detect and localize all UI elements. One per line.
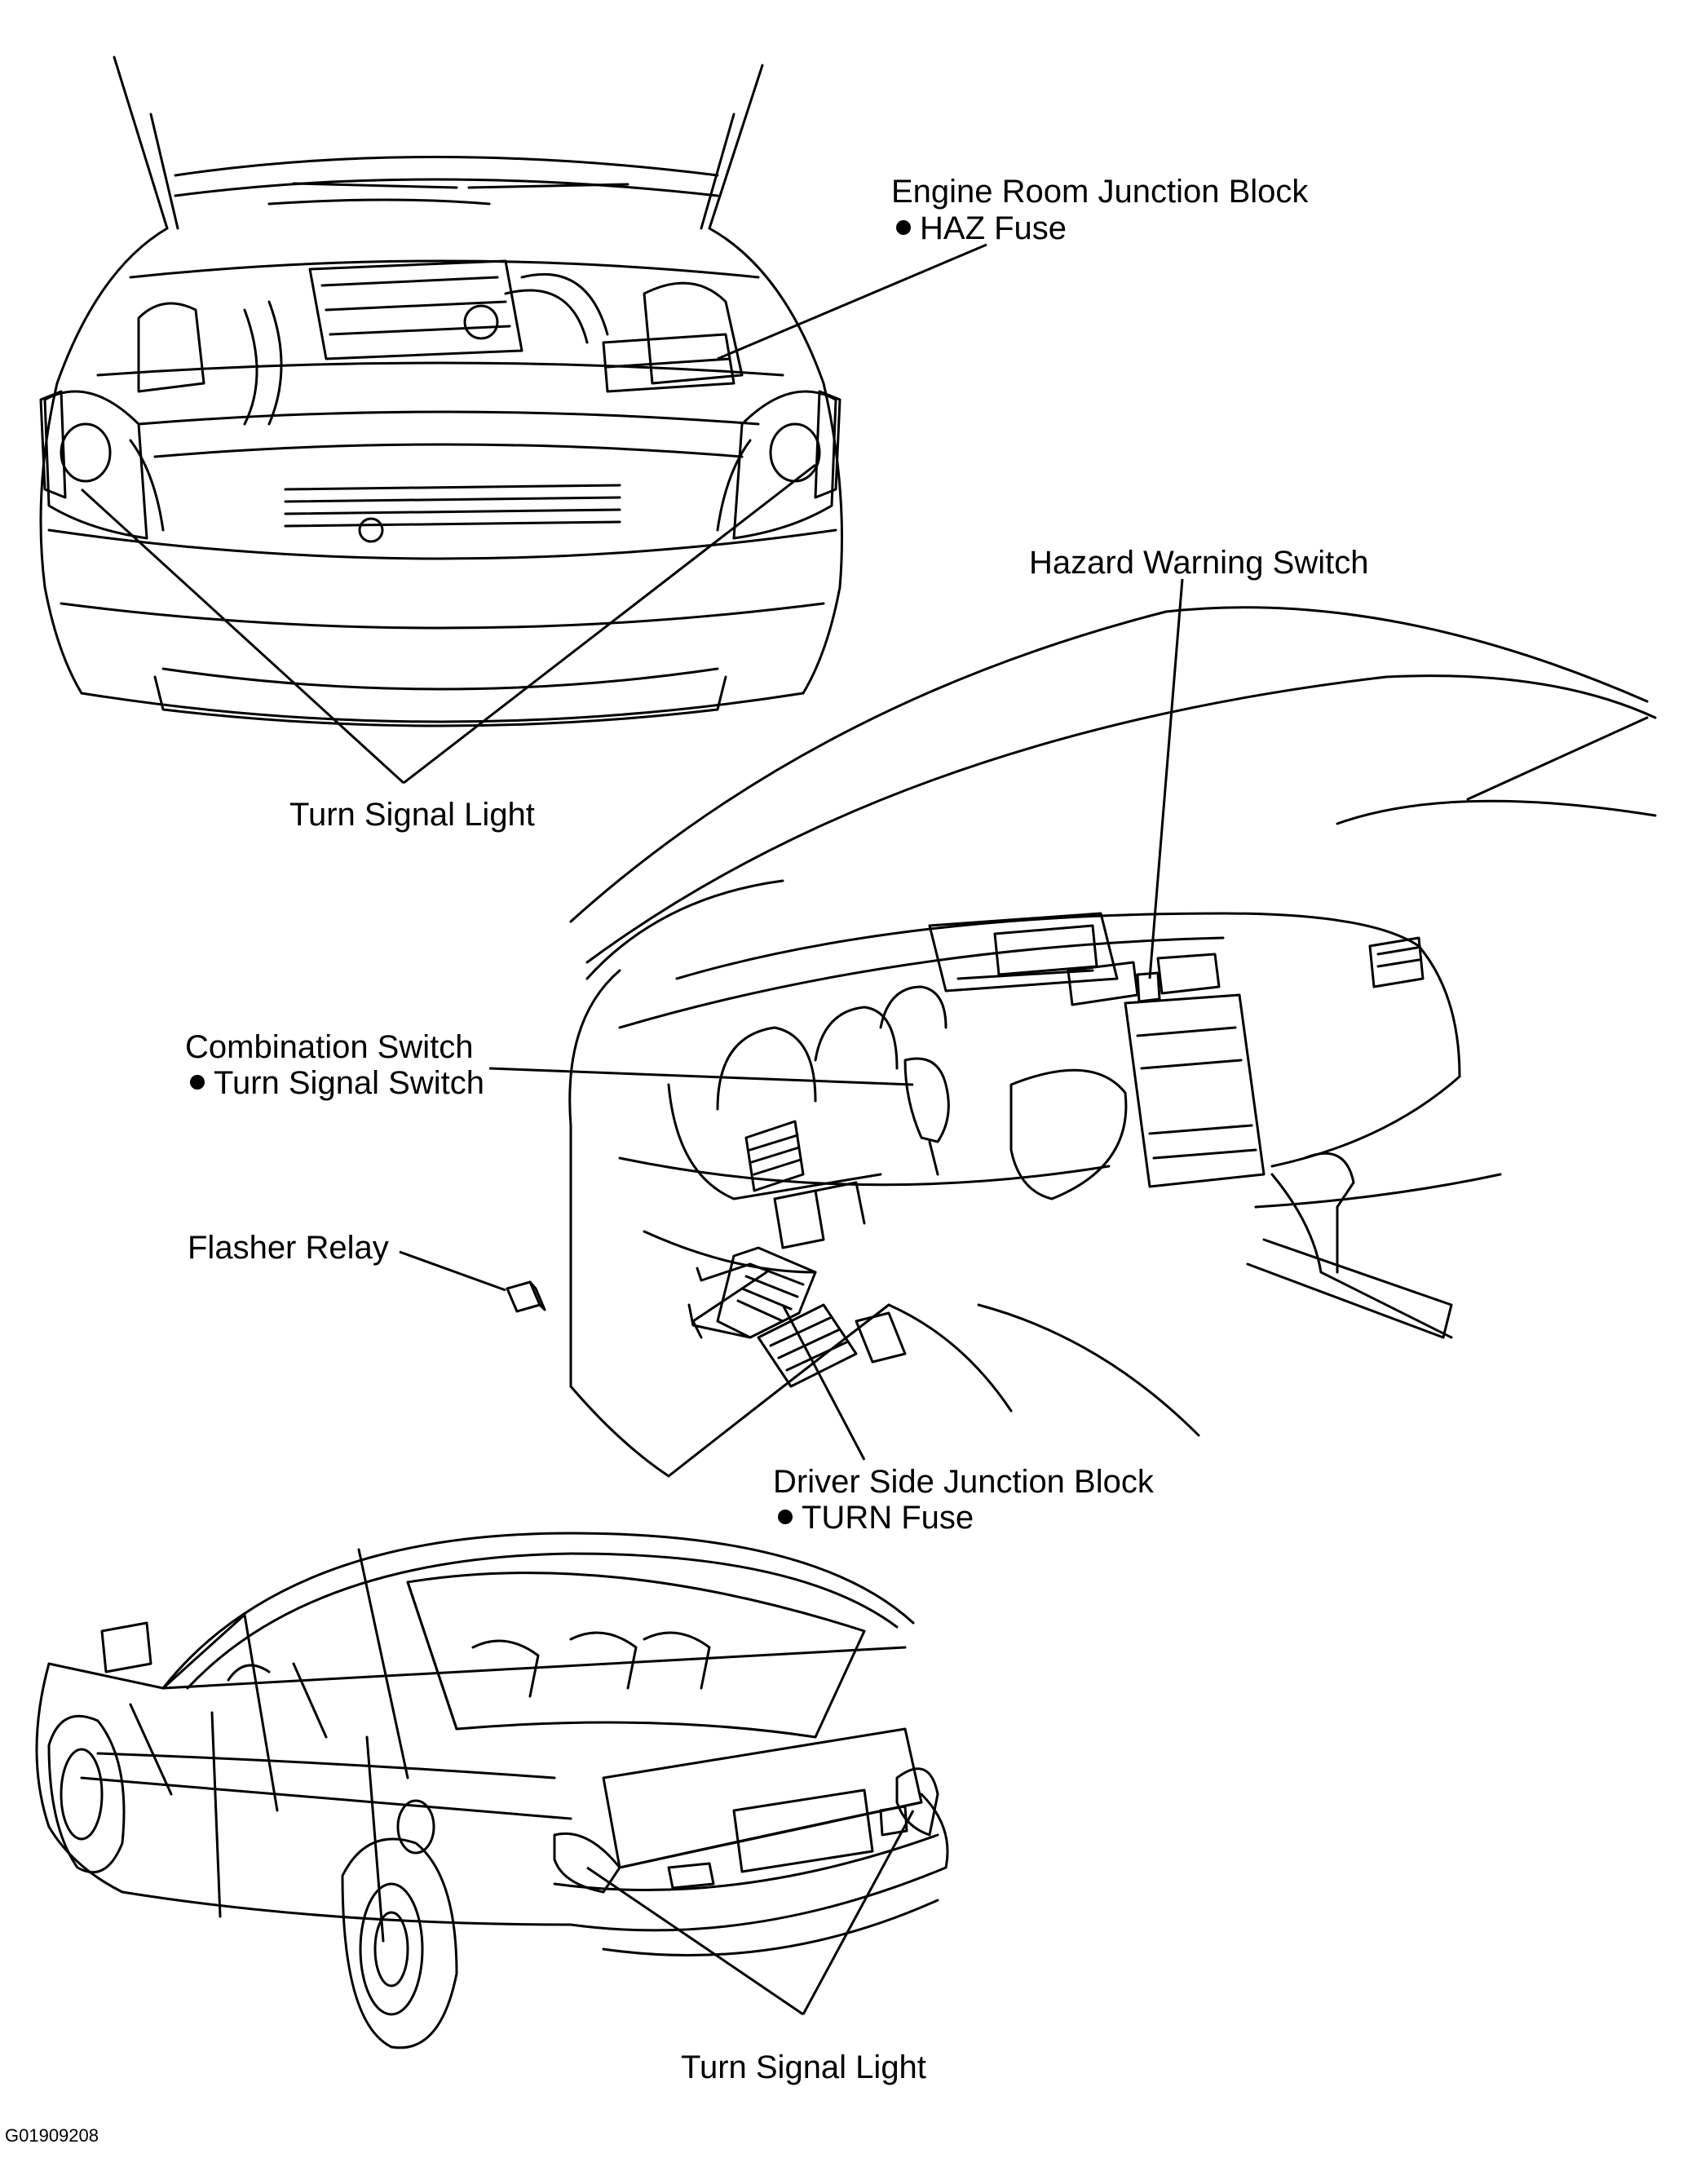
leader-front-turn-signal-right — [403, 463, 816, 785]
label-turn-signal-switch: Turn Signal Switch — [214, 1065, 484, 1101]
front-engine-bay-illustration — [39, 55, 843, 727]
leader-lines — [80, 243, 1184, 2016]
bullet-icon — [778, 1510, 793, 1524]
bullet-icon — [190, 1075, 205, 1090]
leader-hazard-warning-switch — [1148, 578, 1184, 979]
label-hazard-warning-switch: Hazard Warning Switch — [1029, 545, 1368, 581]
bullet-icon — [896, 220, 911, 235]
label-driver-side-junction-block: Driver Side Junction Block — [773, 1464, 1155, 1500]
label-turn-fuse: TURN Fuse — [802, 1500, 974, 1536]
leader-engine-room-junction-block — [717, 243, 987, 360]
label-turn-signal-light-front: Turn Signal Light — [289, 797, 535, 833]
leader-driver-side-junction-block — [781, 1304, 866, 1461]
leader-flasher-relay — [399, 1250, 506, 1292]
leader-rear-turn-signal-left — [586, 1866, 804, 2016]
label-flasher-relay: Flasher Relay — [188, 1230, 389, 1266]
instrument-panel-illustration — [568, 606, 1657, 1478]
label-engine-room-junction-block: Engine Room Junction Block — [891, 174, 1309, 210]
label-combination-switch: Combination Switch — [185, 1029, 474, 1065]
label-turn-signal-light-rear: Turn Signal Light — [681, 2049, 926, 2085]
leader-rear-turn-signal-right — [802, 1810, 915, 2015]
flasher-relay-illustration — [506, 1280, 546, 1313]
leader-combination-switch — [488, 1067, 914, 1086]
label-haz-fuse: HAZ Fuse — [920, 210, 1067, 246]
rear-car-illustration — [35, 1532, 949, 2049]
leader-front-turn-signal-left — [80, 488, 405, 785]
figure-code: G01909208 — [5, 2125, 99, 2146]
